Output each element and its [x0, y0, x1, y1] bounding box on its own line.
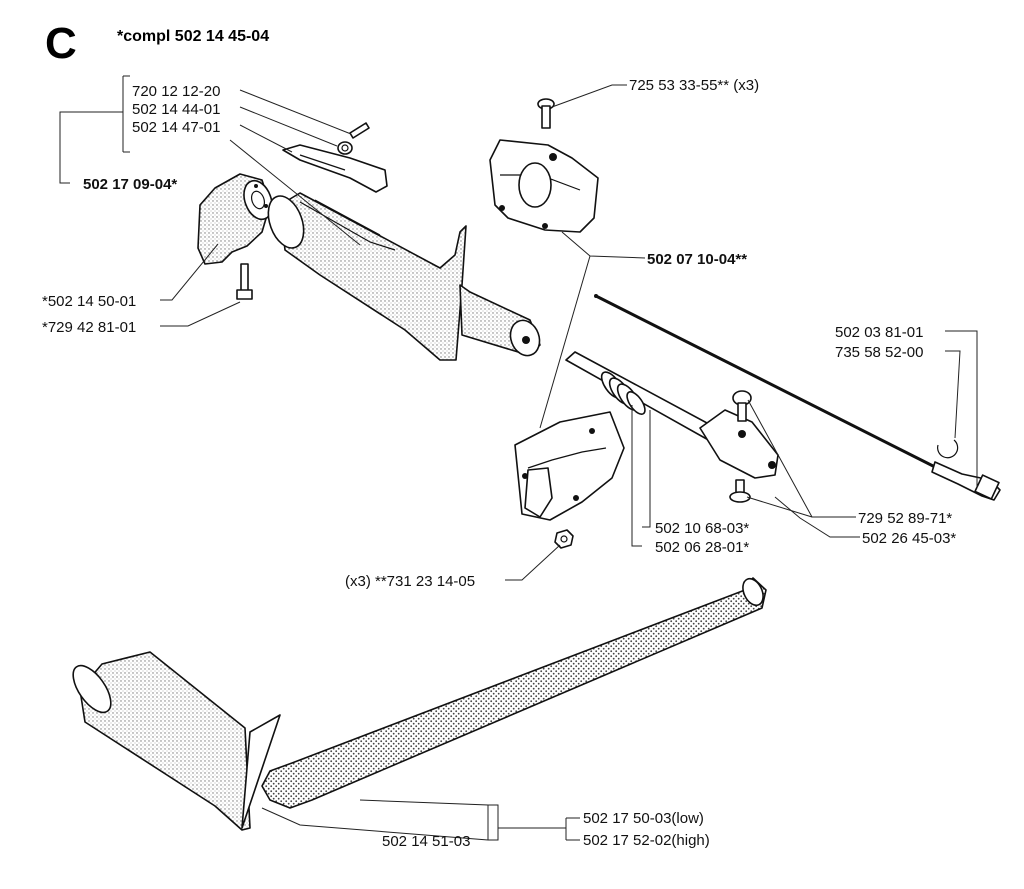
rear-handle-part — [267, 192, 541, 361]
clamp-screw-part — [537, 98, 555, 129]
label-502-26-45-03: 502 26 45-03* — [862, 530, 956, 547]
loop-handle-part — [72, 577, 767, 831]
spring-part — [337, 141, 353, 155]
housing-screw-part — [236, 263, 253, 300]
label-720-12-12-20: 720 12 12-20 — [132, 83, 220, 100]
leader-lines — [59, 75, 978, 841]
nut-part — [554, 529, 574, 549]
label-725-53-33-55: 725 53 33-55** (x3) — [629, 77, 759, 94]
label-502-14-50-01: *502 14 50-01 — [42, 293, 136, 310]
label-502-17-50-03: 502 17 50-03(low) — [583, 810, 704, 827]
label-502-07-10-04: 502 07 10-04** — [647, 251, 747, 268]
handle-housing-part — [197, 173, 273, 265]
label-502-17-09-04: 502 17 09-04* — [83, 176, 177, 193]
throttle-lever-part — [282, 144, 388, 193]
upper-clamp-part — [489, 139, 599, 233]
label-502-03-81-01: 502 03 81-01 — [835, 324, 923, 341]
label-502-17-52-02: 502 17 52-02(high) — [583, 832, 710, 849]
label-502-14-47-01: 502 14 47-01 — [132, 119, 220, 136]
pin-part — [349, 122, 370, 139]
label-502-10-68-03: 502 10 68-03* — [655, 520, 749, 537]
label-729-42-81-01: *729 42 81-01 — [42, 319, 136, 336]
label-735-58-52-00: 735 58 52-00 — [835, 344, 923, 361]
label-731-23-14-05: (x3) **731 23 14-05 — [345, 573, 475, 590]
section-letter: C — [45, 19, 77, 68]
label-502-14-44-01: 502 14 44-01 — [132, 101, 220, 118]
label-729-52-89-71: 729 52 89-71* — [858, 510, 952, 527]
guide-screw-upper-part — [732, 390, 752, 422]
throttle-cable-part — [594, 294, 1001, 501]
circlip-part — [937, 439, 959, 459]
label-502-06-28-01: 502 06 28-01* — [655, 539, 749, 556]
lower-clamp-part — [514, 411, 625, 521]
cable-guide-part — [699, 409, 779, 479]
assembly-title: *compl 502 14 45-04 — [117, 28, 269, 45]
guide-screw-lower-part — [729, 479, 751, 503]
label-502-14-51-03: 502 14 51-03 — [382, 833, 470, 850]
